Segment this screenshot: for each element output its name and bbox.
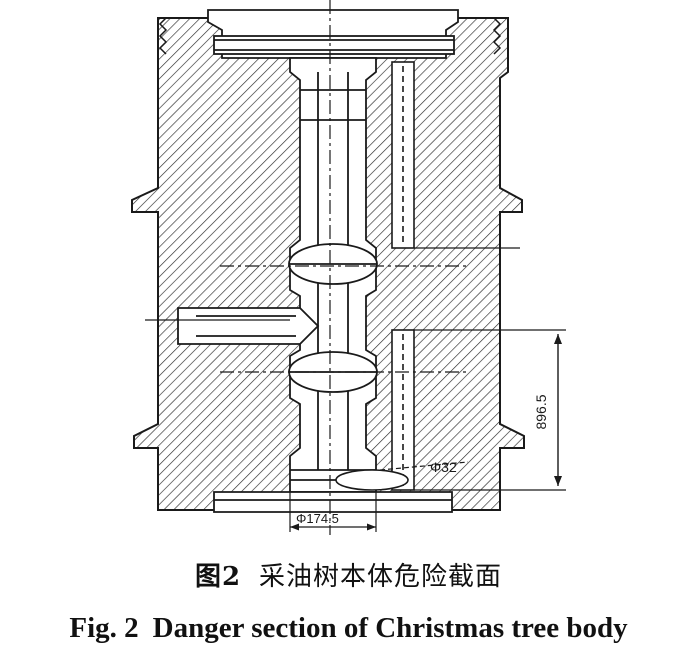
caption-cn-text: 采油树本体危险截面 [259, 562, 503, 592]
height-dimension: 896.5 [533, 334, 562, 486]
caption-chinese: 图2 采油树本体危险截面 [0, 556, 697, 593]
base-diameter-label: Φ174.5 [296, 511, 339, 526]
caption-cn-number: 图2 [194, 562, 242, 592]
caption-en-text: Danger section of Christmas tree body [152, 612, 628, 644]
side-passages [335, 61, 415, 491]
center-lines [145, 0, 566, 535]
caption-english: Fig. 2 Danger section of Christmas tree b… [0, 612, 697, 645]
port-diameter-dimension: Φ32 [379, 459, 469, 475]
port-diameter-label: Φ32 [430, 459, 457, 475]
caption-en-number: Fig. 2 [69, 612, 139, 644]
christmas-tree-body-section-drawing: 896.5 Φ32 Φ174.5 [131, 0, 566, 535]
base-diameter-dimension: Φ174.5 [289, 492, 377, 532]
height-dimension-label: 896.5 [533, 394, 549, 429]
internal-bore [177, 9, 459, 513]
